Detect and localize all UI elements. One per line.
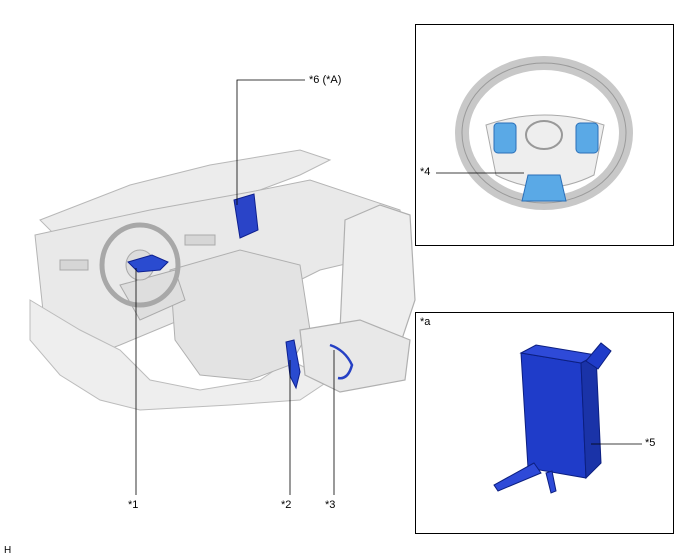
callout-a: *a [420,316,431,328]
component-3-harness [329,343,354,380]
right-switch-pad [575,122,599,154]
steering-wheel-detail [436,56,633,210]
seat-cushion [299,319,411,393]
callout-3: *3 [325,499,336,511]
ecu-module-detail [493,342,642,494]
ecu-bracket [493,462,542,492]
component-6-module [233,193,259,239]
steering-wheel [99,222,181,308]
corner-label: H [4,545,12,556]
lower-spoke-blue [521,174,567,202]
component-2-part [285,339,301,390]
callout-1: *1 [128,499,139,511]
ecu-body-front [520,352,587,479]
callout-6: *6 (*A) [309,74,342,86]
callout-2: *2 [281,499,292,511]
callout-5: *5 [645,437,656,449]
ecu-detail-panel [415,312,674,534]
left-switch-pad [493,122,517,154]
ecu-connector [585,342,612,370]
callout-4: *4 [420,166,431,178]
leader-6 [236,79,305,205]
steering-wheel-detail-panel [415,24,674,246]
